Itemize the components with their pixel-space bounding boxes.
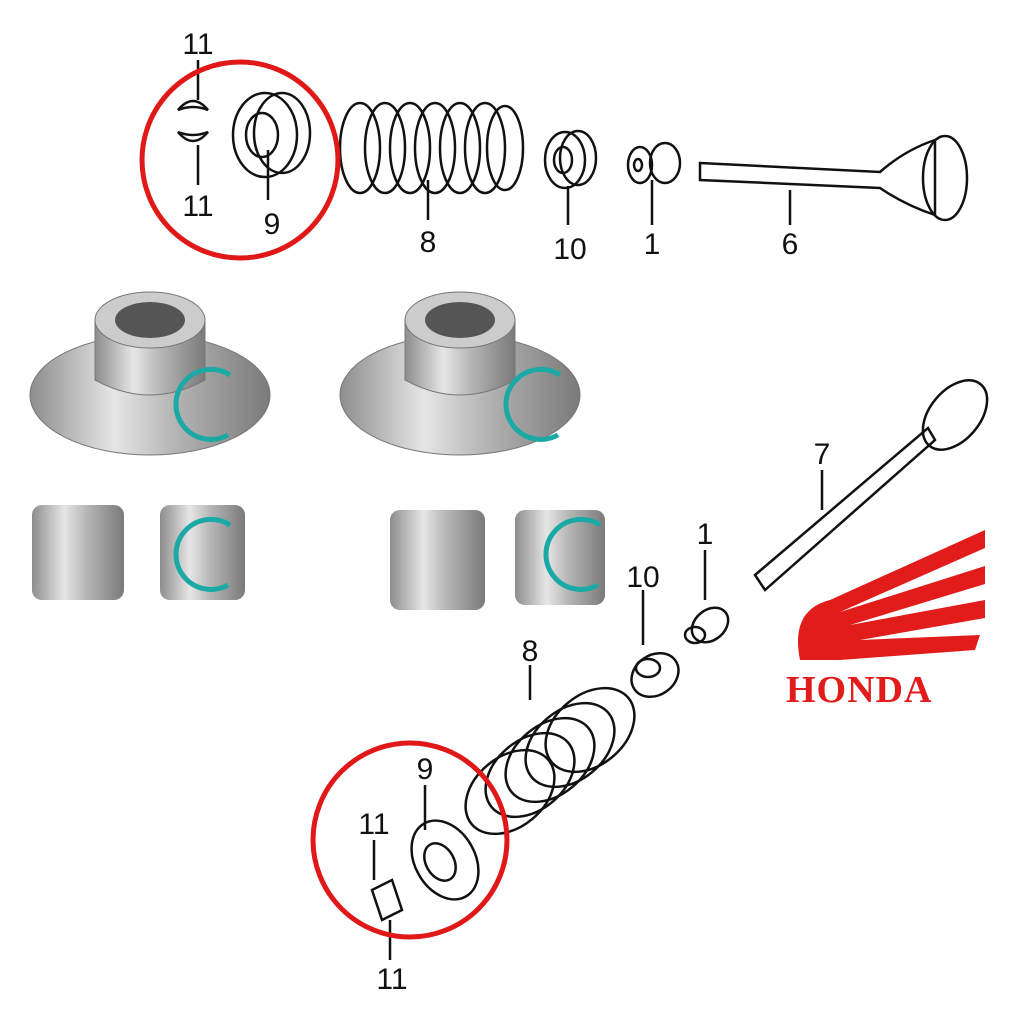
part-label: 1 — [643, 228, 661, 261]
valve-icon — [698, 134, 969, 222]
keeper-photo — [515, 510, 605, 605]
part-label: 8 — [521, 635, 539, 668]
retainer-icon — [410, 819, 480, 901]
part-label: 1 — [696, 518, 714, 551]
spring-icon — [338, 101, 525, 195]
part-label: 8 — [419, 226, 437, 259]
retainer-icon — [231, 91, 312, 179]
part-label: 11 — [358, 808, 390, 841]
watermark-logo — [173, 366, 602, 592]
keeper-photo — [32, 505, 124, 600]
part-label: 11 — [182, 190, 214, 223]
valve-icon — [753, 379, 989, 592]
retainer-photo — [29, 291, 271, 456]
spring-icon — [464, 686, 636, 836]
keeper-icon — [177, 99, 209, 143]
retainer-photo — [339, 291, 581, 456]
part-label: 7 — [813, 438, 831, 471]
highlight-circle — [310, 740, 510, 940]
part-label: 9 — [263, 208, 281, 241]
keeper-icon — [370, 878, 404, 922]
part-label: 9 — [416, 753, 434, 786]
part-label: 11 — [376, 963, 408, 996]
seal-icon — [626, 141, 682, 185]
part-label: 10 — [553, 233, 587, 266]
seal-icon — [683, 606, 730, 645]
part-label: 11 — [182, 28, 214, 61]
highlight-circle — [139, 59, 341, 261]
brand-wordmark: HONDA — [786, 669, 933, 711]
part-label: 10 — [626, 561, 660, 594]
part-label: 6 — [781, 228, 799, 261]
honda-wing-logo — [798, 530, 985, 660]
keeper-photo — [390, 510, 485, 610]
seat-icon — [630, 651, 680, 699]
seat-icon — [543, 129, 598, 190]
